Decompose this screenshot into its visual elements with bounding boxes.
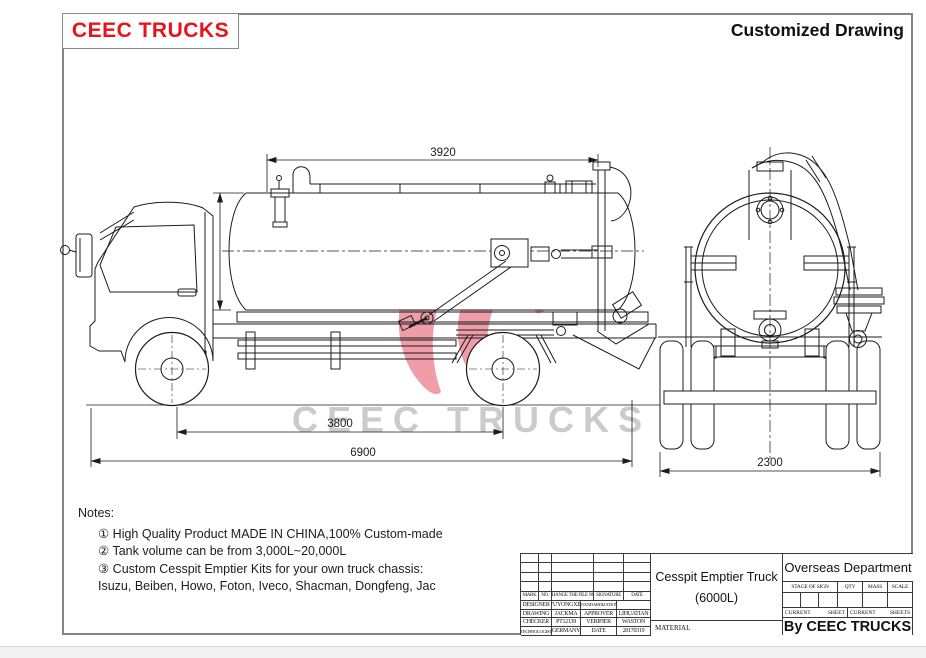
page-bottom-edge: [0, 646, 926, 658]
page-title: Customized Drawing: [730, 20, 904, 40]
checker-label: CHECKER: [521, 618, 552, 628]
standardization-label: STANDARDIZATION: [581, 600, 617, 610]
col-date: DATE: [624, 591, 651, 601]
col-change-file: CHANGE THE FILE NO.: [552, 591, 594, 601]
company-logo-text: CEEC TRUCKS: [71, 19, 230, 42]
side-brackets: [684, 246, 856, 347]
title-block: MARK NO. CHANGE THE FILE NO. SIGNATURE D…: [520, 553, 913, 636]
door-handle: [177, 288, 197, 297]
mass-label: MASS: [863, 582, 888, 593]
drawing-label: DRAWING: [521, 609, 552, 619]
product-name-box: Cesspit Emptier Truck (6000L): [651, 554, 783, 621]
stage-empty-row: [783, 593, 913, 608]
department-name: Overseas Department: [783, 554, 913, 582]
side-tank: [222, 166, 644, 311]
approver-value: LIHUATIAN: [617, 609, 651, 619]
svg-text:6900: 6900: [350, 447, 376, 459]
dim-overall-width: 2300: [659, 452, 881, 477]
svg-text:3920: 3920: [430, 147, 456, 159]
mirror: [75, 233, 93, 278]
title-block-department: Overseas Department STAGE OF SIGN QTY MA…: [783, 554, 913, 635]
note-item: Isuzu, Beiben, Howo, Foton, Iveco, Shacm…: [98, 578, 436, 593]
svg-text:3800: 3800: [327, 418, 353, 430]
svg-text:2300: 2300: [757, 457, 783, 469]
front-wheel: [134, 331, 210, 407]
verifier-label: VERIFIER: [581, 618, 617, 628]
scale-label: SCALE: [888, 582, 913, 593]
note-item: ③ Custom Cesspit Emptier Kits for your o…: [98, 561, 424, 576]
sheet-label: SHEET: [827, 609, 845, 616]
suction-boom: [751, 152, 859, 291]
rear-valve-stack: [833, 287, 885, 348]
technologist-label: TECHNOLOGIST: [521, 627, 552, 636]
dim-overall-length: 6900: [90, 400, 633, 467]
byline: By CEEC TRUCKS: [783, 618, 913, 635]
side-chassis: [205, 311, 657, 370]
stage-of-sign-label: STAGE OF SIGN: [783, 582, 838, 593]
current-label: CURRENT: [850, 609, 876, 616]
company-logo-box: CEEC TRUCKS: [62, 13, 239, 49]
drawing-sheet-border: [62, 13, 913, 635]
note-item: ① High Quality Product MADE IN CHINA,100…: [98, 527, 443, 542]
technologist-value: GERMANY: [552, 627, 581, 636]
stage-header-row: STAGE OF SIGN QTY MASS SCALE: [783, 582, 913, 593]
tank-rear-fittings: [544, 174, 593, 194]
cab-window: [99, 224, 198, 293]
date-value: 20170319: [617, 627, 651, 636]
notes-section: Notes: ① High Quality Product MADE IN CH…: [78, 505, 443, 595]
sheet-row: CURRENT SHEET CURRENT SHEETS: [783, 608, 913, 618]
title-block-signature-table: MARK NO. CHANGE THE FILE NO. SIGNATURE D…: [521, 554, 651, 636]
drawing-value: JACKMA: [552, 609, 581, 619]
notes-title: Notes:: [78, 506, 115, 520]
signature-table: DESIGNER YUYONGXIN STANDARDIZATION DRAWI…: [521, 600, 651, 636]
col-signature: SIGNATURE: [594, 591, 624, 601]
checker-value: PT12139: [552, 618, 581, 628]
col-no: NO.: [539, 591, 552, 601]
dim-tank-length: 3920: [266, 147, 599, 192]
dim-wheelbase: 3800: [176, 407, 504, 439]
material-label: MATERIAL: [651, 621, 783, 635]
title-block-product: Cesspit Emptier Truck (6000L) MATERIAL: [651, 554, 783, 635]
dimension-annotations: 3920 3800 6900 2300: [90, 147, 881, 477]
cab: [60, 201, 214, 363]
hydraulic-arm: [397, 238, 598, 332]
note-item: ② Tank volume can be from 3,000L~20,000L: [98, 544, 347, 559]
date-label: DATE: [581, 627, 617, 636]
col-mark: MARK: [521, 591, 539, 601]
designer-label: DESIGNER: [521, 600, 552, 610]
verifier-value: WASTON: [617, 618, 651, 628]
qty-label: QTY: [838, 582, 863, 593]
approver-label: APPROVER: [581, 609, 617, 619]
standardization-value: [617, 600, 651, 610]
product-spec: (6000L): [694, 590, 739, 605]
rear-wheel: [465, 331, 541, 407]
rear-view-truck: [658, 147, 885, 459]
side-view-truck: [60, 161, 660, 407]
mirror-arm: [99, 211, 135, 241]
tank-front-vent: [270, 175, 290, 228]
front-lamp: [60, 245, 70, 255]
product-name: Cesspit Emptier Truck: [655, 569, 778, 584]
current-label: CURRENT: [785, 609, 811, 616]
sheets-label: SHEETS: [889, 609, 910, 616]
revision-table: MARK NO. CHANGE THE FILE NO. SIGNATURE D…: [521, 554, 651, 601]
designer-value: YUYONGXIN: [552, 600, 581, 610]
dim-tank-height: [213, 192, 244, 311]
